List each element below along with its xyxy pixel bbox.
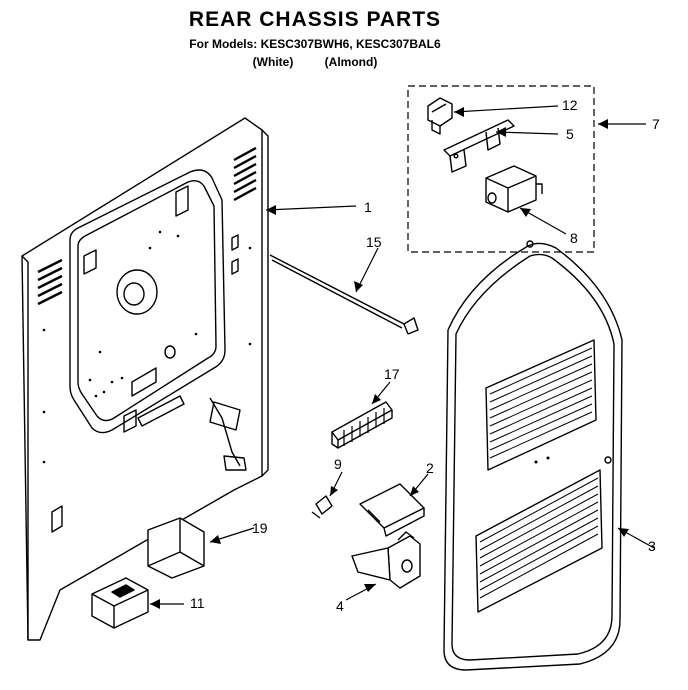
part-12 [427, 97, 453, 135]
box-part-11 [91, 577, 149, 629]
callout-7: 7 [652, 116, 660, 132]
finish-white: (White) [252, 55, 294, 69]
finish-almond: (Almond) [324, 55, 378, 69]
bracket-part-4 [351, 531, 421, 589]
callout-5: 5 [566, 126, 574, 142]
callout-11: 11 [190, 595, 205, 611]
terminal-block-part-17 [331, 401, 393, 449]
callout-19: 19 [252, 520, 268, 536]
callout-15: 15 [366, 234, 382, 250]
rear-cover-part-3 [443, 240, 623, 671]
bracket-part-19 [147, 517, 205, 579]
callout-9: 9 [334, 456, 342, 472]
callout-12: 12 [562, 97, 578, 113]
leader-arrowheads [150, 107, 629, 609]
finish-line: (White) (Almond) [0, 55, 630, 69]
clip-part-9 [311, 495, 333, 519]
callout-17: 17 [384, 366, 400, 382]
subassembly-box [407, 85, 595, 253]
callout-4: 4 [336, 598, 344, 614]
part-5 [443, 119, 515, 173]
part-8 [485, 165, 543, 213]
rear-chassis-panel [21, 117, 269, 641]
callout-1: 1 [364, 199, 372, 215]
page-title: REAR CHASSIS PARTS [188, 8, 442, 31]
plate-part-2 [359, 483, 425, 537]
callout-3: 3 [648, 538, 656, 554]
rod-part-15 [269, 254, 419, 335]
models-line: For Models: KESC307BWH6, KESC307BAL6 [189, 37, 441, 51]
callout-8: 8 [570, 230, 578, 246]
callout-2: 2 [426, 460, 434, 476]
